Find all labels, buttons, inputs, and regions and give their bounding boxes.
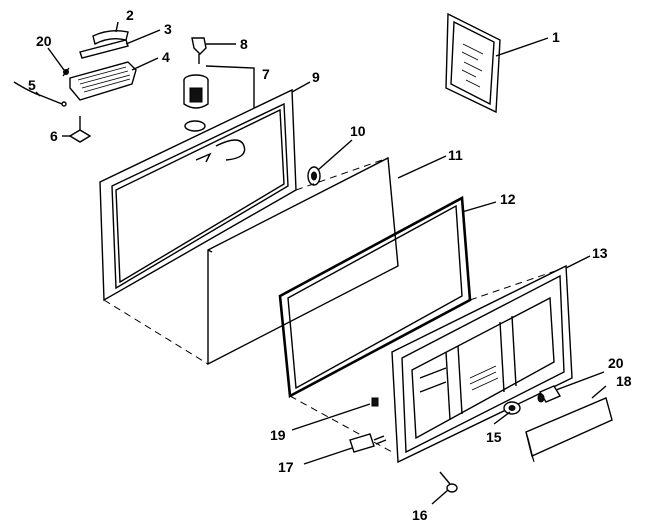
callout-9: 9 bbox=[312, 69, 320, 85]
part-20-screw-top bbox=[62, 67, 70, 77]
part-11-insulation-panel bbox=[207, 156, 399, 366]
callout-16: 16 bbox=[412, 507, 428, 523]
callout-20-right: 20 bbox=[608, 355, 624, 371]
alignment-dashed-lines bbox=[103, 157, 565, 453]
callout-7: 7 bbox=[262, 66, 270, 82]
part-1-label-card bbox=[445, 12, 501, 114]
part-16-hinge-screw bbox=[439, 471, 458, 493]
callout-12: 12 bbox=[500, 191, 516, 207]
part-3-handle-insert bbox=[79, 39, 129, 59]
callout-20-top: 20 bbox=[36, 33, 52, 49]
part-8-latch-fitting bbox=[191, 37, 207, 64]
part-4-handle-base bbox=[69, 61, 137, 101]
callout-11: 11 bbox=[448, 147, 463, 163]
callout-15: 15 bbox=[486, 429, 502, 445]
callout-4: 4 bbox=[162, 49, 170, 65]
part-15-bushing bbox=[503, 401, 521, 415]
callout-3: 3 bbox=[164, 21, 172, 37]
part-17-door-stop bbox=[349, 433, 387, 453]
callout-2: 2 bbox=[126, 7, 134, 23]
callout-8: 8 bbox=[240, 36, 248, 52]
part-9-outer-door-frame bbox=[99, 88, 297, 302]
callout-13: 13 bbox=[592, 245, 608, 261]
part-19-screw bbox=[371, 397, 379, 407]
callout-1: 1 bbox=[552, 29, 560, 45]
callout-6: 6 bbox=[50, 128, 58, 144]
part-20-plug-right bbox=[537, 385, 562, 403]
callout-labels: 1 2 3 4 5 6 7 8 9 10 11 12 13 15 16 17 1… bbox=[28, 7, 632, 523]
callout-19: 19 bbox=[270, 427, 286, 443]
leader-lines bbox=[35, 21, 607, 505]
part-10-grommet bbox=[307, 166, 321, 186]
callout-10: 10 bbox=[350, 123, 366, 139]
part-6-clip bbox=[68, 116, 92, 143]
part-18-shelf-cover bbox=[525, 397, 613, 463]
part-5-wire bbox=[13, 81, 67, 107]
callout-17: 17 bbox=[278, 459, 294, 475]
callout-5: 5 bbox=[28, 77, 36, 93]
part-13-inner-door-liner bbox=[391, 264, 573, 464]
callout-18: 18 bbox=[616, 373, 632, 389]
